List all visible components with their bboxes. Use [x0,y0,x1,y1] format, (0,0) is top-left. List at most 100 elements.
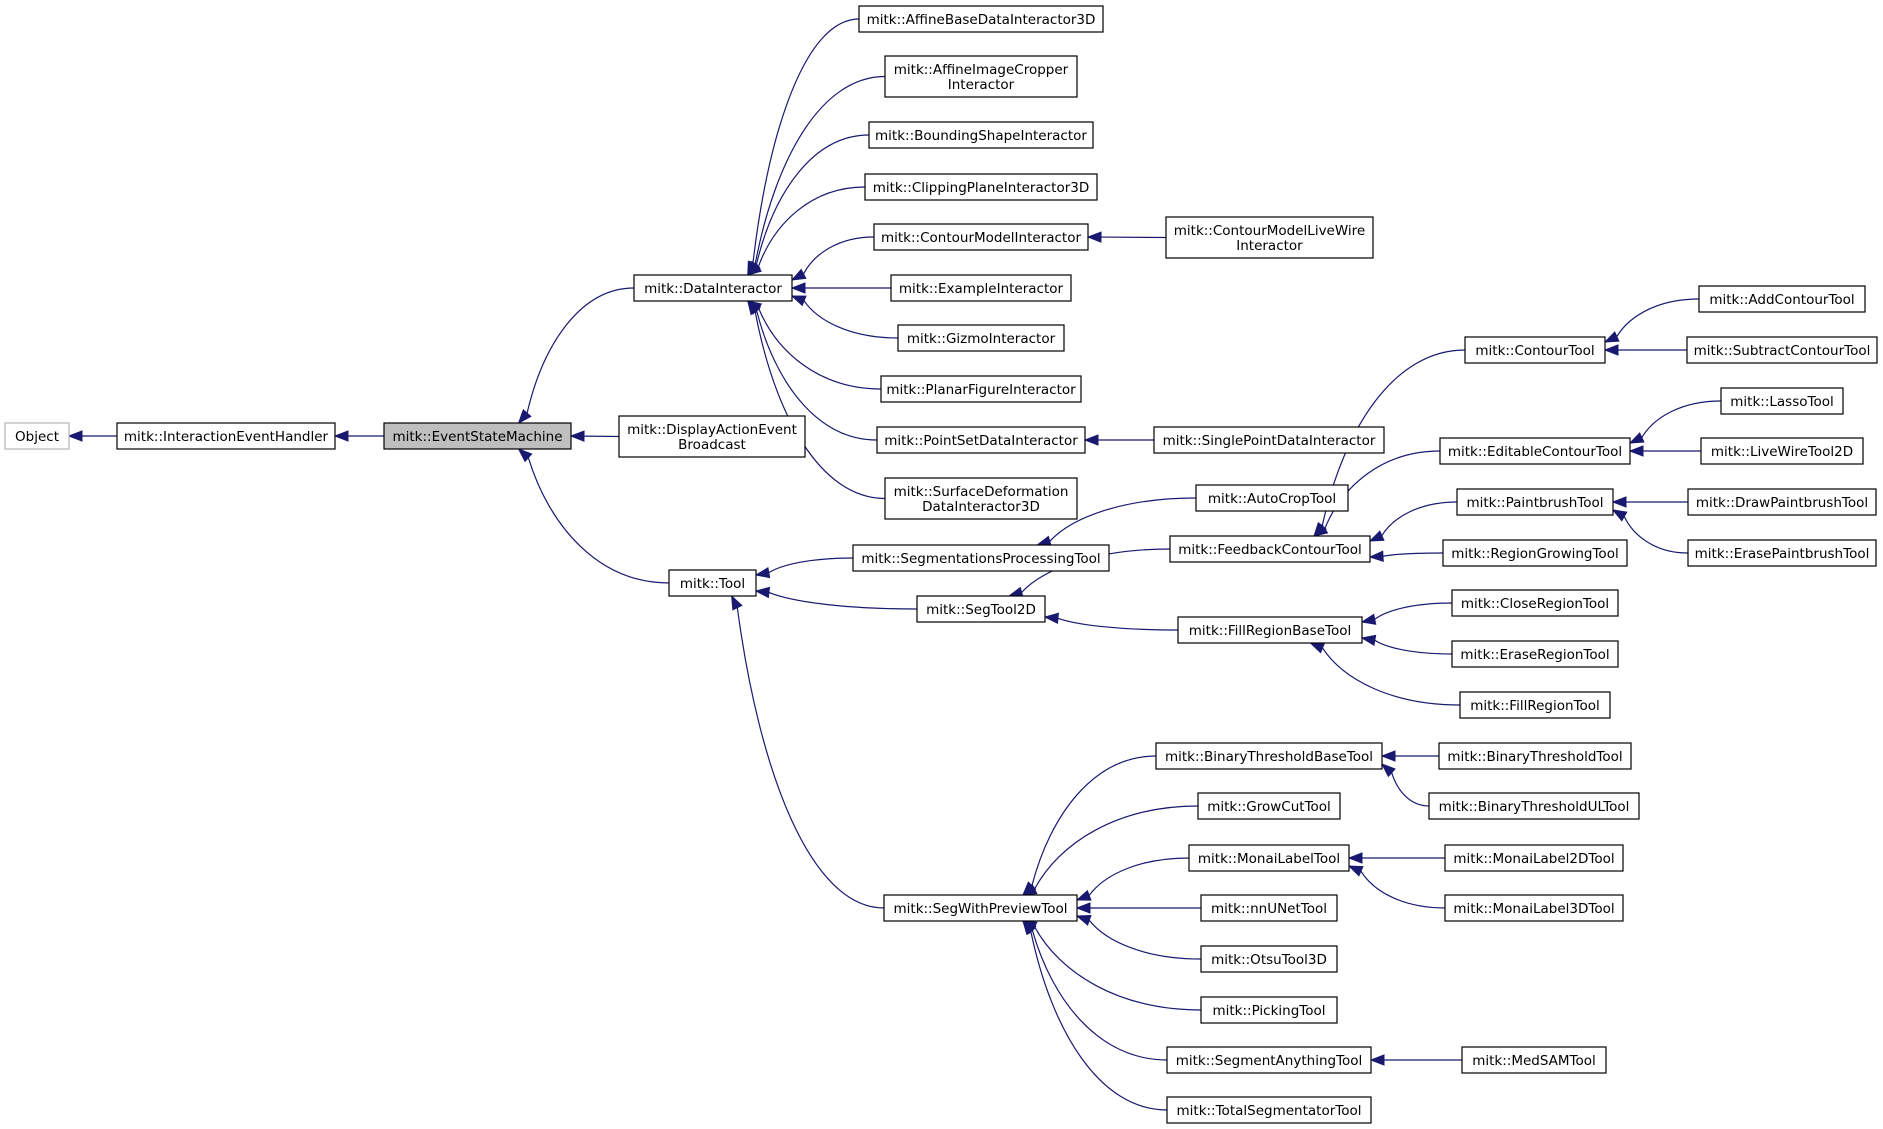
class-node-erase-region-tool[interactable]: mitk::EraseRegionTool [1451,640,1619,668]
edge-line [758,307,882,390]
arrowhead-icon [1628,432,1645,444]
class-node-region-growing-tool[interactable]: mitk::RegionGrowingTool [1442,539,1628,567]
class-node-otsu-tool-3d[interactable]: mitk::OtsuTool3D [1200,945,1338,973]
class-node-segment-anything-tool[interactable]: mitk::SegmentAnythingTool [1166,1046,1372,1074]
class-node-binary-threshold-ul-tool[interactable]: mitk::BinaryThresholdULTool [1428,792,1640,820]
edge-line [1641,400,1722,438]
class-node-planar-figure-interactor[interactable]: mitk::PlanarFigureInteractor [880,375,1082,403]
class-node-monai-label-2d-tool[interactable]: mitk::MonaiLabel2DTool [1444,844,1624,872]
class-node-fill-region-tool[interactable]: mitk::FillRegionTool [1459,691,1611,719]
class-node-nnunet-tool[interactable]: mitk::nnUNetTool [1200,894,1338,922]
class-box [1456,488,1614,516]
class-box [1459,691,1611,719]
class-node-tool[interactable]: mitk::Tool [668,569,757,597]
class-node-draw-paintbrush-tool[interactable]: mitk::DrawPaintbrushTool [1687,488,1877,516]
class-node-erase-paintbrush-tool[interactable]: mitk::ErasePaintbrushTool [1687,539,1877,567]
class-node-example-interactor[interactable]: mitk::ExampleInteractor [890,274,1072,302]
class-node-clipping-plane-interactor-3d[interactable]: mitk::ClippingPlaneInteractor3D [864,173,1098,201]
inheritance-edge-binary-threshold-ul-tool-to-binary-threshold-base-tool [1380,763,1430,807]
arrowhead-icon [790,282,806,294]
class-name-label: mitk::EraseRegionTool [1460,647,1609,663]
inheritance-edge-draw-paintbrush-tool-to-paintbrush-tool [1611,496,1688,508]
class-node-total-segmentator-tool[interactable]: mitk::TotalSegmentatorTool [1166,1096,1372,1124]
class-node-single-point-data-interactor[interactable]: mitk::SinglePointDataInteractor [1153,426,1385,454]
arrowhead-icon [569,430,585,442]
class-name-label: mitk::SubtractContourTool [1694,343,1871,359]
edge-line [1374,602,1453,620]
edge-line [802,236,875,275]
class-node-binary-threshold-base-tool[interactable]: mitk::BinaryThresholdBaseTool [1155,742,1383,770]
class-name-label: mitk::SegTool2D [926,602,1036,618]
class-node-segmentations-processing-tool[interactable]: mitk::SegmentationsProcessingTool [852,544,1110,572]
class-node-feedback-contour-tool[interactable]: mitk::FeedbackContourTool [1169,535,1371,563]
class-name-label: mitk::MonaiLabel3DTool [1453,901,1614,917]
class-name-label: mitk::DisplayActionEvent [627,422,797,438]
inheritance-edge-live-wire-tool-2d-to-editable-contour-tool [1628,445,1701,457]
class-node-add-contour-tool[interactable]: mitk::AddContourTool [1698,285,1866,313]
class-box [858,5,1104,33]
class-node-contour-model-interactor[interactable]: mitk::ContourModelInteractor [873,223,1089,251]
class-node-seg-with-preview-tool[interactable]: mitk::SegWithPreviewTool [883,894,1078,922]
class-node-subtract-contour-tool[interactable]: mitk::SubtractContourTool [1686,336,1878,364]
class-node-editable-contour-tool[interactable]: mitk::EditableContourTool [1439,437,1631,465]
class-box [1687,539,1877,567]
class-box [884,55,1078,98]
inheritance-edge-clipping-plane-interactor-3d-to-data-interactor [746,186,866,276]
inheritance-edge-subtract-contour-tool-to-contour-tool [1603,344,1687,356]
class-name-label: DataInteractor3D [922,499,1040,515]
class-box [897,324,1065,352]
arrowhead-icon [1603,344,1619,356]
class-name-label: mitk::EditableContourTool [1448,444,1622,460]
class-node-monai-label-tool[interactable]: mitk::MonaiLabelTool [1188,844,1350,872]
class-node-med-sam-tool[interactable]: mitk::MedSAMTool [1461,1046,1607,1074]
class-name-label: mitk::SinglePointDataInteractor [1163,433,1376,449]
class-name-label: mitk::FillRegionTool [1470,698,1600,714]
class-box [1438,742,1632,770]
arrowhead-icon [746,299,761,316]
class-name-label: mitk::CloseRegionTool [1461,596,1609,612]
class-node-gizmo-interactor[interactable]: mitk::GizmoInteractor [897,324,1065,352]
class-node-affine-base-data-interactor-3d[interactable]: mitk::AffineBaseDataInteractor3D [858,5,1104,33]
class-name-label: mitk::ClippingPlaneInteractor3D [873,180,1090,196]
class-node-fill-region-base-tool[interactable]: mitk::FillRegionBaseTool [1177,616,1363,644]
class-node-close-region-tool[interactable]: mitk::CloseRegionTool [1451,589,1619,617]
class-node-paintbrush-tool[interactable]: mitk::PaintbrushTool [1456,488,1614,516]
class-node-auto-crop-tool[interactable]: mitk::AutoCropTool [1195,484,1349,512]
arrowhead-icon [1021,883,1038,896]
class-node-lasso-tool[interactable]: mitk::LassoTool [1720,387,1844,415]
class-node-picking-tool[interactable]: mitk::PickingTool [1200,996,1338,1024]
class-box [890,274,1072,302]
arrowhead-icon [1312,523,1329,537]
class-name-label: mitk::SegmentAnythingTool [1176,1053,1363,1069]
class-name-label: mitk::ContourModelInteractor [881,230,1081,246]
arrowhead-icon [1603,331,1620,343]
class-node-interaction-event-handler[interactable]: mitk::InteractionEventHandler [116,422,336,450]
arrowhead-icon [517,448,533,463]
class-node-seg-tool-2d[interactable]: mitk::SegTool2D [916,595,1046,623]
class-node-binary-threshold-tool[interactable]: mitk::BinaryThresholdTool [1438,742,1632,770]
inheritance-edge-segmentations-processing-tool-to-tool [754,557,854,579]
class-node-monai-label-3d-tool[interactable]: mitk::MonaiLabel3DTool [1444,894,1624,922]
edge-line [526,287,635,414]
class-node-contour-tool[interactable]: mitk::ContourTool [1464,336,1606,364]
class-box [1444,894,1624,922]
class-node-object[interactable]: Object [4,422,70,450]
class-name-label: Broadcast [678,437,746,453]
class-name-label: mitk::PointSetDataInteractor [884,433,1078,449]
class-node-bounding-shape-interactor[interactable]: mitk::BoundingShapeInteractor [868,121,1094,149]
arrowhead-icon [1075,915,1092,926]
class-node-data-interactor[interactable]: mitk::DataInteractor [633,274,793,302]
class-node-grow-cut-tool[interactable]: mitk::GrowCutTool [1197,792,1341,820]
class-node-event-state-machine: mitk::EventStateMachine [383,422,572,450]
inheritance-edge-bounding-shape-interactor-to-data-interactor [746,134,870,277]
class-name-label: mitk::AutoCropTool [1208,491,1336,507]
class-node-live-wire-tool-2d[interactable]: mitk::LiveWireTool2D [1700,437,1864,465]
class-box [116,422,336,450]
class-node-point-set-data-interactor[interactable]: mitk::PointSetDataInteractor [876,426,1086,454]
class-name-label: mitk::PlanarFigureInteractor [886,382,1076,398]
